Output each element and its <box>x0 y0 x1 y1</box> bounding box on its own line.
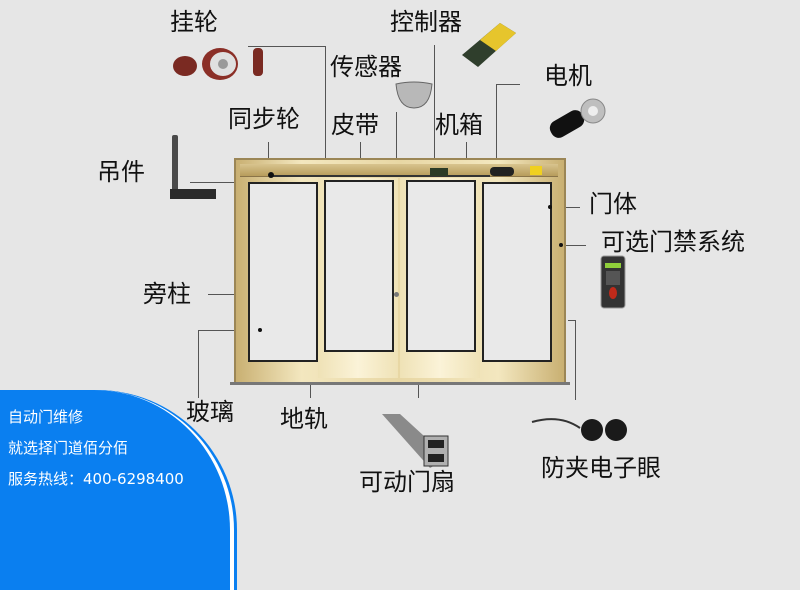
promo-line-2: 就选择门道佰分佰 <box>8 439 129 457</box>
leader-motor-h <box>496 84 520 85</box>
promo-hotline: 服务热线：400-6298400 <box>8 470 184 488</box>
access-control-pointer-dot <box>559 243 563 247</box>
leader-sync-wheel <box>268 142 269 160</box>
label-anti-pinch-sensor: 防夹电子眼 <box>541 454 661 482</box>
door-profile-icon <box>382 414 449 468</box>
leader-door-body <box>552 207 580 208</box>
label-door-body: 门体 <box>589 190 637 218</box>
controller-icon <box>462 23 516 67</box>
label-hanger-wheel: 挂轮 <box>170 8 218 36</box>
leader-gearbox <box>466 142 467 160</box>
leader-side-column <box>208 294 238 295</box>
leader-anti-pinch-h <box>568 320 576 321</box>
leader-glass-v <box>198 330 199 398</box>
door-header-box <box>240 164 558 178</box>
hanger-bracket-icon <box>170 135 216 199</box>
hanger-wheel-icon <box>173 48 263 80</box>
anti-pinch-sensor-icon <box>531 418 627 441</box>
leader-hanger-wheel-h <box>248 46 326 47</box>
motor-icon <box>549 98 606 138</box>
door-lock-icon <box>394 292 399 297</box>
leader-hanger-wheel-v <box>325 46 326 160</box>
sensor-icon <box>395 81 433 109</box>
leader-controller <box>434 45 435 161</box>
label-belt: 皮带 <box>331 111 379 139</box>
access-control-keypad-icon <box>600 255 626 309</box>
floor-track-rail <box>230 382 570 385</box>
glass-pointer-dot <box>258 328 262 332</box>
label-controller: 控制器 <box>390 8 462 36</box>
leader-sensor <box>396 112 397 160</box>
door-body-pointer-dot <box>548 205 552 209</box>
label-floor-track: 地轨 <box>280 405 328 433</box>
motor-unit-icon <box>490 167 514 176</box>
sync-wheel-icon <box>268 172 274 178</box>
automatic-door-diagram <box>230 158 570 385</box>
label-motor: 电机 <box>544 62 592 90</box>
glass-pane-3 <box>406 180 476 352</box>
leader-glass-h <box>198 330 260 331</box>
label-glass: 玻璃 <box>186 398 234 426</box>
belt-icon <box>270 175 490 177</box>
leader-anti-pinch-v <box>575 320 576 400</box>
label-hanger: 吊件 <box>97 158 145 186</box>
leader-floor-track <box>310 384 311 398</box>
power-switch-icon <box>530 166 542 175</box>
controller-unit-icon <box>430 168 448 176</box>
leader-access-control <box>562 245 586 246</box>
glass-pane-1 <box>248 182 318 362</box>
promo-line-1: 自动门维修 <box>8 408 84 426</box>
leader-belt <box>360 142 361 160</box>
label-sensor: 传感器 <box>330 53 402 81</box>
label-side-column: 旁柱 <box>143 280 191 308</box>
label-sync-wheel: 同步轮 <box>228 105 300 133</box>
label-access-control: 可选门禁系统 <box>601 228 745 256</box>
label-movable-leaf: 可动门扇 <box>359 468 455 496</box>
label-gearbox: 机箱 <box>435 111 483 139</box>
glass-pane-4 <box>482 182 552 362</box>
glass-pane-2 <box>324 180 394 352</box>
leader-motor-v <box>496 84 497 160</box>
